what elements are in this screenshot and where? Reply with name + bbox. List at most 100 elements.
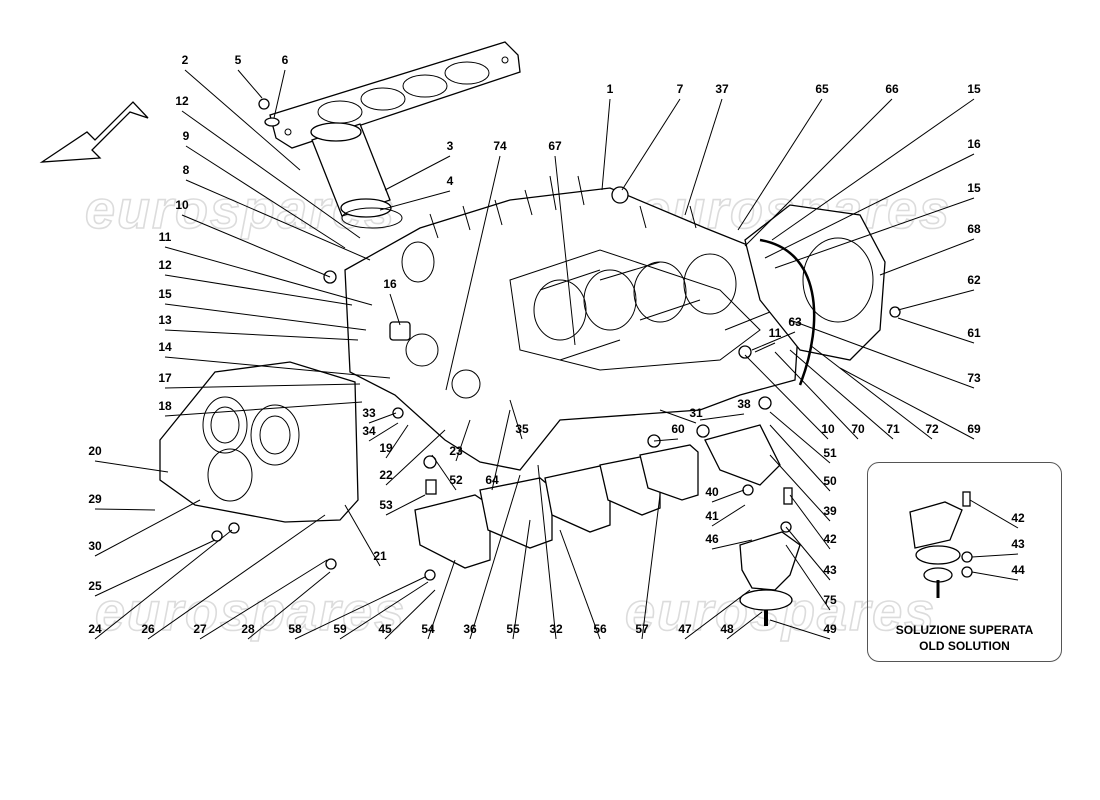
watermark-bottom-left: eurospares (95, 582, 406, 642)
leader-line-c-9 (185, 145, 346, 249)
callout-c-25: 25 (88, 579, 102, 593)
callout-c-3: 3 (447, 139, 454, 153)
leader-line-c-10a (181, 214, 331, 278)
leader-line-c-33 (368, 412, 397, 424)
callout-c-63: 63 (788, 315, 802, 329)
callout-c-12b: 12 (158, 258, 172, 272)
leader-line-c-64 (491, 409, 511, 491)
callout-c-7: 7 (677, 82, 684, 96)
leader-line-c-20 (94, 460, 169, 473)
leader-line-c-3 (384, 155, 451, 191)
leader-line-c-72 (809, 344, 933, 440)
leader-line-c-34 (368, 422, 399, 442)
callout-c-70: 70 (851, 422, 865, 436)
callout-c-16a: 16 (967, 137, 981, 151)
callout-c-64: 64 (485, 473, 499, 487)
callout-c-35: 35 (515, 422, 529, 436)
leader-line-c-32 (537, 464, 557, 640)
callout-c-24: 24 (88, 622, 102, 636)
callout-c-8: 8 (183, 163, 190, 177)
leader-line-c-58 (294, 576, 426, 640)
callout-c-19: 19 (379, 441, 393, 455)
callout-c-36: 36 (463, 622, 477, 636)
leader-line-c-48 (726, 611, 763, 640)
leader-line-c-49 (769, 619, 831, 640)
callout-c-13: 13 (158, 313, 172, 327)
callout-c-51: 51 (823, 446, 837, 460)
leader-lines (94, 69, 1019, 640)
callout-c-1: 1 (607, 82, 614, 96)
leader-line-c-18 (164, 401, 363, 417)
callout-c-27: 27 (193, 622, 207, 636)
crankcase-block (344, 175, 801, 471)
callout-c-60: 60 (671, 422, 685, 436)
inset-old-mount (909, 491, 973, 598)
callout-c-49: 49 (823, 622, 837, 636)
leader-line-c-25 (94, 539, 216, 597)
leader-line-c-65 (737, 98, 823, 231)
callout-c-71: 71 (886, 422, 900, 436)
leader-line-c-24 (94, 529, 233, 640)
leader-line-c-56 (559, 529, 601, 640)
callout-c-20: 20 (88, 444, 102, 458)
callout-c-11a: 11 (159, 230, 172, 244)
leader-line-c-41 (711, 504, 746, 527)
leader-line-c-28 (247, 571, 331, 640)
leader-line-c-29 (94, 508, 156, 511)
leader-line-c-15a (164, 303, 367, 331)
leader-line-c-51 (769, 411, 831, 464)
leader-line-c-4 (379, 190, 451, 211)
callout-c-15b: 15 (967, 82, 981, 96)
callout-c-11b: 11 (769, 326, 782, 340)
leader-line-c-71 (789, 349, 894, 440)
direction-arrow-icon (39, 101, 149, 163)
callout-c-21: 21 (373, 549, 387, 563)
rear-cover (744, 204, 886, 386)
cylinder-liner (310, 122, 403, 229)
leader-line-c-26 (147, 514, 326, 640)
leader-line-c-55 (512, 519, 531, 640)
leader-line-c-35 (509, 399, 523, 440)
leader-line-c-12a (181, 110, 361, 239)
callout-c-12a: 12 (175, 94, 189, 108)
leader-line-c-74 (445, 155, 501, 391)
callout-c-53: 53 (379, 498, 393, 512)
callout-c-23: 23 (449, 444, 463, 458)
leader-line-c-27 (199, 559, 328, 640)
leader-line-c-47 (684, 589, 751, 640)
callout-c-10a: 10 (175, 198, 189, 212)
callout-c-16b: 16 (383, 277, 397, 291)
callout-c-52: 52 (449, 473, 463, 487)
leader-line-c-36 (469, 474, 521, 640)
leader-line-c-53 (385, 494, 426, 516)
front-housing (159, 361, 359, 523)
leader-line-c-12b (164, 274, 353, 306)
leader-line-c-54 (427, 559, 456, 640)
callout-c-22: 22 (379, 468, 393, 482)
callout-c-47: 47 (678, 622, 692, 636)
leader-line-c-46 (711, 539, 753, 550)
leader-line-c-15b (771, 98, 975, 241)
callout-c-58: 58 (288, 622, 302, 636)
callout-c-42b: 42 (1011, 511, 1025, 525)
leader-line-c-8 (185, 179, 371, 261)
leader-line-c-52 (431, 454, 457, 491)
leader-line-c-43a (785, 526, 831, 581)
callout-c-44: 44 (1011, 563, 1025, 577)
leader-line-c-11a (164, 246, 373, 306)
callout-c-59: 59 (333, 622, 347, 636)
leader-line-c-16b (389, 293, 401, 326)
callout-c-40: 40 (705, 485, 719, 499)
callout-c-15a: 15 (158, 287, 172, 301)
leader-line-c-44 (971, 571, 1019, 581)
callout-c-46: 46 (705, 532, 719, 546)
leader-line-c-45 (384, 589, 436, 640)
leader-line-c-13 (164, 329, 359, 341)
leader-line-c-39 (769, 454, 831, 522)
leader-line-c-38 (699, 413, 745, 421)
leader-line-c-62 (897, 289, 975, 311)
callout-c-17: 17 (158, 371, 172, 385)
leader-line-c-42a (789, 494, 831, 550)
